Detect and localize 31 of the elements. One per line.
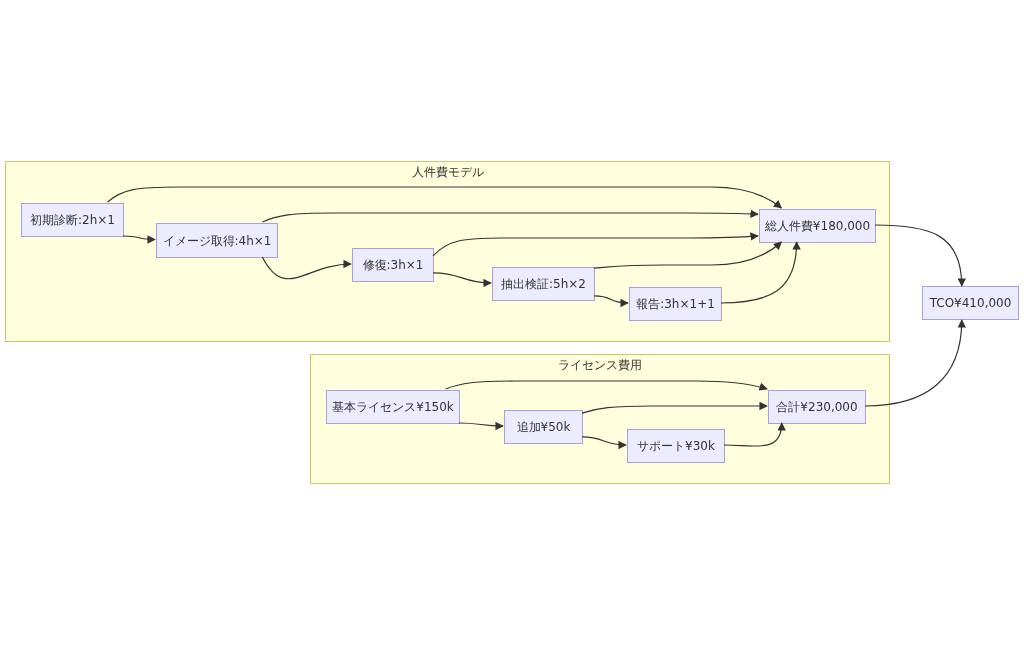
arrow <box>581 436 627 449</box>
arrow <box>106 186 783 209</box>
arrow <box>122 235 156 244</box>
process-box: イメージ取得:4h×1 <box>156 223 278 258</box>
process-box: 抽出検証:5h×2 <box>492 267 595 301</box>
arrow <box>581 401 768 414</box>
group-title: 人件費モデル <box>410 164 485 181</box>
process-box: サポート¥30k <box>627 429 725 463</box>
process-box: TCO¥410,000 <box>922 286 1019 320</box>
process-box: 初期診断:2h×1 <box>21 203 124 237</box>
arrow <box>720 241 801 304</box>
arrow <box>432 272 492 287</box>
process-box: 報告:3h×1+1 <box>629 287 722 321</box>
process-box: 総人件費¥180,000 <box>759 209 876 243</box>
arrow <box>864 319 966 407</box>
process-box: 合計¥230,000 <box>768 390 866 424</box>
process-box: 基本ライセンス¥150k <box>326 390 460 424</box>
arrow <box>874 224 966 287</box>
arrow <box>432 232 759 257</box>
process-box: 追加¥50k <box>504 410 583 444</box>
group-panel <box>310 354 890 484</box>
arrow <box>458 421 504 431</box>
group-title: ライセンス費用 <box>557 357 643 374</box>
arrow <box>445 380 768 391</box>
group-panel <box>5 161 890 342</box>
arrow <box>261 209 759 223</box>
arrow <box>593 295 629 307</box>
process-box: 修復:3h×1 <box>352 248 434 282</box>
arrow <box>593 241 783 269</box>
arrow <box>261 256 352 280</box>
arrow <box>723 422 786 447</box>
